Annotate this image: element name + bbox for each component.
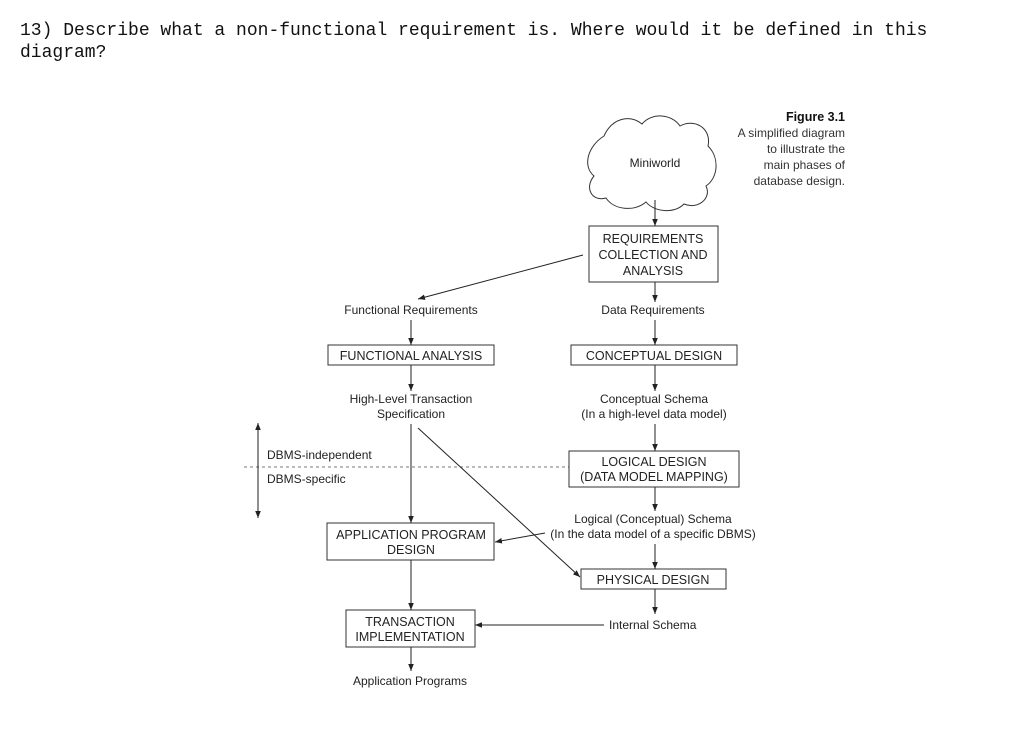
logical-schema-label: (In the data model of a specific DBMS) bbox=[550, 527, 755, 541]
conceptual-schema-label: (In a high-level data model) bbox=[581, 407, 726, 421]
figure-caption: Figure 3.1 A simplified diagram to illus… bbox=[738, 110, 846, 188]
physical-design-label: PHYSICAL DESIGN bbox=[597, 573, 710, 587]
transaction-implementation-box bbox=[345, 609, 476, 648]
functional-requirements-label: Functional Requirements bbox=[344, 303, 477, 317]
arrow-logical-schema-to-application-design bbox=[494, 532, 546, 544]
logical-design-label: (DATA MODEL MAPPING) bbox=[580, 470, 728, 484]
miniworld-node: Miniworld bbox=[587, 115, 717, 211]
conceptual-design-box bbox=[570, 344, 738, 366]
question-text: 13) Describe what a non-functional requi… bbox=[20, 21, 939, 63]
figure-caption-line: database design. bbox=[754, 174, 845, 188]
requirements-collection-label: COLLECTION AND bbox=[598, 248, 707, 262]
conceptual-design-node: CONCEPTUAL DESIGN bbox=[570, 344, 738, 366]
logical-design-node: LOGICAL DESIGN (DATA MODEL MAPPING) bbox=[568, 450, 740, 488]
transaction-spec-label: High-Level Transaction bbox=[350, 392, 473, 406]
logical-design-box bbox=[568, 450, 740, 488]
requirements-collection-node: REQUIREMENTS COLLECTION AND ANALYSIS bbox=[588, 225, 719, 283]
miniworld-label: Miniworld bbox=[630, 156, 681, 170]
transaction-spec-label: Specification bbox=[377, 407, 445, 421]
arrow-transaction-spec-to-physical-design bbox=[417, 427, 581, 578]
figure-title: Figure 3.1 bbox=[786, 110, 845, 124]
application-programs-label: Application Programs bbox=[353, 674, 467, 688]
application-program-design-label: DESIGN bbox=[387, 543, 435, 557]
figure-caption-line: to illustrate the bbox=[767, 142, 845, 156]
data-requirements-label: Data Requirements bbox=[601, 303, 704, 317]
dbms-independent-label: DBMS-independent bbox=[267, 448, 372, 462]
transaction-implementation-node: TRANSACTION IMPLEMENTATION bbox=[345, 609, 476, 648]
transaction-implementation-label: TRANSACTION bbox=[365, 615, 455, 629]
logical-design-label: LOGICAL DESIGN bbox=[601, 455, 706, 469]
figure-caption-line: A simplified diagram bbox=[738, 126, 845, 140]
requirements-collection-box bbox=[588, 225, 719, 283]
functional-analysis-node: FUNCTIONAL ANALYSIS bbox=[327, 344, 495, 366]
arrow-requirements-to-functional-requirements bbox=[417, 254, 584, 300]
transaction-implementation-label: IMPLEMENTATION bbox=[355, 630, 464, 644]
requirements-collection-label: ANALYSIS bbox=[623, 264, 683, 278]
application-program-design-node: APPLICATION PROGRAM DESIGN bbox=[326, 522, 495, 561]
miniworld-cloud-shape bbox=[587, 115, 717, 211]
logical-schema-label: Logical (Conceptual) Schema bbox=[574, 512, 732, 526]
physical-design-box bbox=[580, 568, 727, 590]
functional-analysis-label: FUNCTIONAL ANALYSIS bbox=[340, 349, 482, 363]
internal-schema-label: Internal Schema bbox=[609, 618, 697, 632]
application-program-design-label: APPLICATION PROGRAM bbox=[336, 528, 486, 542]
figure-caption-line: main phases of bbox=[764, 158, 846, 172]
dbms-specific-label: DBMS-specific bbox=[267, 472, 346, 486]
physical-design-node: PHYSICAL DESIGN bbox=[580, 568, 727, 590]
conceptual-schema-label: Conceptual Schema bbox=[600, 392, 708, 406]
requirements-collection-label: REQUIREMENTS bbox=[603, 232, 704, 246]
conceptual-design-label: CONCEPTUAL DESIGN bbox=[586, 349, 722, 363]
